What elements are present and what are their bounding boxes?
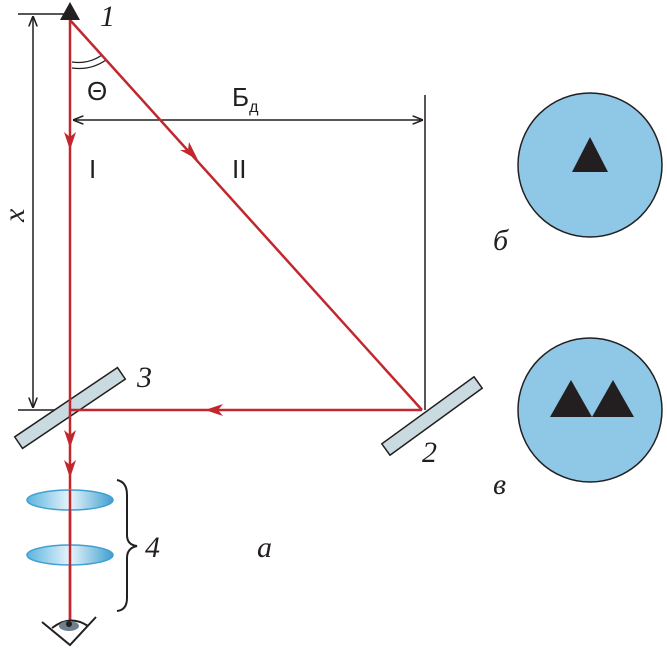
base-dimension — [73, 95, 426, 410]
panel-v-label: в — [493, 468, 506, 501]
angle-arc — [71, 54, 107, 70]
base-label: Бд — [232, 82, 259, 116]
ray-I-label: I — [89, 154, 96, 184]
source-label: 1 — [100, 0, 115, 33]
eye-icon — [41, 616, 97, 647]
panel-a-label: а — [257, 531, 272, 564]
ray-arrows — [64, 132, 223, 478]
mirror-3-label: 3 — [136, 361, 152, 394]
image-triangle-left — [550, 380, 592, 417]
panel-b-label: б — [493, 224, 509, 257]
view-double-image — [517, 337, 663, 483]
source-triangle — [60, 2, 80, 20]
lenses-label: 4 — [145, 531, 160, 564]
mirror-2 — [380, 375, 484, 457]
image-triangle — [572, 137, 608, 172]
image-triangle-right — [592, 380, 634, 417]
ray-II-label: II — [232, 154, 246, 184]
lens-brace — [116, 479, 138, 612]
distance-label: x — [0, 208, 31, 223]
mirror-2-label: 2 — [422, 436, 437, 469]
angle-label: Θ — [87, 76, 107, 106]
ray-II — [69, 19, 423, 411]
